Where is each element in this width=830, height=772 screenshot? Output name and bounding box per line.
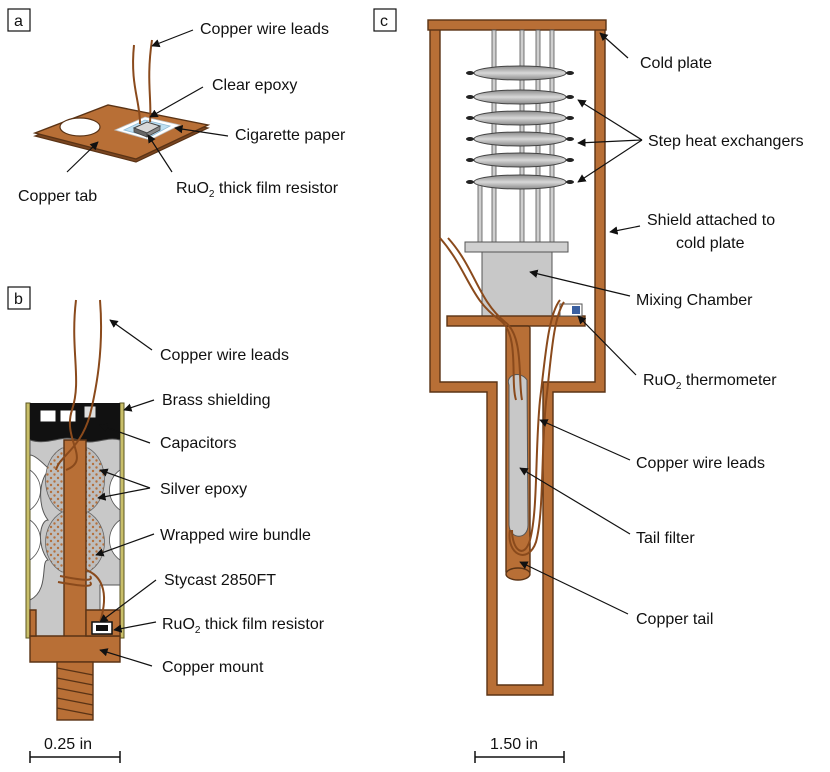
wire-lead-a1 <box>132 44 141 125</box>
panel-c: c <box>373 8 804 763</box>
label-copper-tail: Copper tail <box>636 611 713 628</box>
label-step-heat-exchangers: Step heat exchangers <box>648 133 804 150</box>
panel-c-letter: c <box>380 13 388 30</box>
label-b-copper-wire-leads: Copper wire leads <box>160 347 289 364</box>
scale-bar-c-label: 1.50 in <box>490 736 538 753</box>
scale-bar-c: 1.50 in <box>474 736 565 763</box>
panel-b-letter: b <box>14 291 23 308</box>
panel-a-letter-box <box>7 8 31 32</box>
panel-a: a Copper wire leads Clear epoxy Cigarett… <box>7 8 346 205</box>
wire-lead-a2 <box>148 39 153 123</box>
label-ruo2-thermometer: RuO2 thermometer <box>643 372 777 392</box>
label-a-copper-wire-leads: Copper wire leads <box>200 21 329 38</box>
label-c-copper-wire-leads: Copper wire leads <box>636 455 765 472</box>
panel-b: b <box>7 286 325 763</box>
label-mixing-chamber: Mixing Chamber <box>636 292 753 309</box>
label-b-ruo2-resistor: RuO2 thick film resistor <box>162 616 325 636</box>
wire-lead-b2 <box>55 299 103 471</box>
capacitor-2 <box>59 409 77 423</box>
label-cigarette-paper: Cigarette paper <box>235 127 346 144</box>
shield <box>429 27 606 696</box>
label-shield-line1: Shield attached to <box>647 212 775 229</box>
label-tail-filter: Tail filter <box>636 530 695 547</box>
mixing-chamber-plate <box>464 241 569 253</box>
label-capacitors: Capacitors <box>160 435 236 452</box>
mixing-chamber-base <box>446 315 586 327</box>
wire-lead-b1 <box>65 299 78 471</box>
mixing-chamber <box>481 251 553 317</box>
panel-c-letter-box <box>373 8 397 32</box>
wire-lead-c1 <box>439 237 517 401</box>
label-copper-mount: Copper mount <box>162 659 264 676</box>
wire-lead-c2 <box>447 237 523 401</box>
label-cold-plate: Cold plate <box>640 55 712 72</box>
scale-bar-b-label: 0.25 in <box>44 736 92 753</box>
label-stycast: Stycast 2850FT <box>164 572 276 589</box>
brass-wall-left <box>25 402 31 639</box>
label-shield-line2: cold plate <box>676 235 745 252</box>
brass-wall-right <box>119 402 125 639</box>
copper-tab-shape <box>32 104 211 163</box>
panel-b-letter-box <box>7 286 31 310</box>
label-a-ruo2-resistor: RuO2 thick film resistor <box>176 180 339 200</box>
label-brass-shielding: Brass shielding <box>162 392 271 409</box>
cold-plate <box>427 19 607 31</box>
wire-lead-c3 <box>511 299 561 552</box>
label-wrapped-wire-bundle: Wrapped wire bundle <box>160 527 311 544</box>
wire-lead-c4 <box>508 301 565 556</box>
scale-bar-b: 0.25 in <box>29 736 121 763</box>
label-silver-epoxy: Silver epoxy <box>160 481 247 498</box>
label-copper-tab: Copper tab <box>18 188 97 205</box>
capacitor-1 <box>39 409 57 423</box>
tail-filter <box>507 374 529 537</box>
step-heat-exchangers <box>466 65 574 190</box>
copper-mount-thread <box>56 661 94 721</box>
wire-lead-b3 <box>85 569 105 623</box>
panel-a-letter: a <box>14 13 23 30</box>
label-clear-epoxy: Clear epoxy <box>212 77 297 94</box>
copper-mount-base <box>29 635 121 663</box>
